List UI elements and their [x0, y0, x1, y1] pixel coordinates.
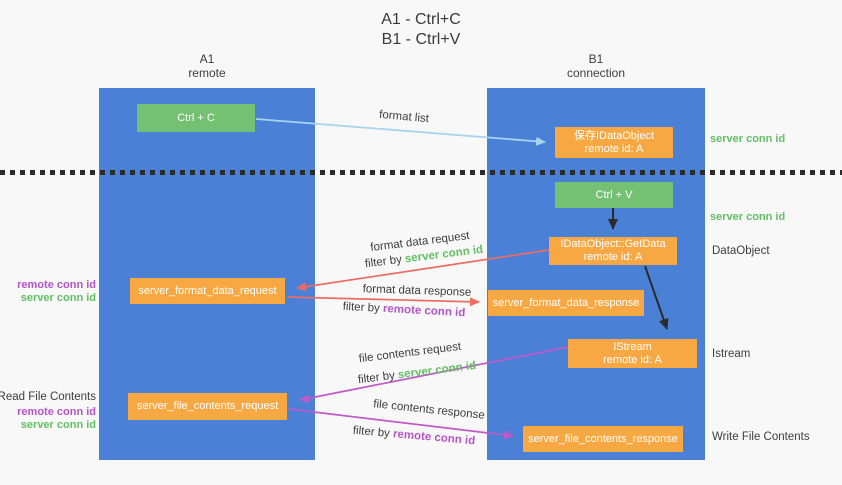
node-istream-line1: IStream: [613, 340, 652, 353]
node-server-format-data-response-label: server_format_data_response: [492, 296, 640, 309]
node-server-file-contents-response-label: server_file_contents_response: [528, 432, 678, 445]
title-line-1: A1 - Ctrl+C: [381, 11, 461, 28]
edge-label-filter-by-remote-conn-id-2: filter by remote conn id: [352, 425, 475, 448]
lane-header-a1: A1 remote: [99, 52, 315, 80]
side-label-server-conn-id-mid: server conn id: [710, 211, 786, 223]
node-ctrl-c-label: Ctrl + C: [177, 111, 215, 124]
node-save-idataobject: 保存IDataObject remote id: A: [555, 127, 673, 158]
filter-by-prefix: filter by: [364, 253, 403, 271]
remote-conn-id-highlight: remote conn id: [392, 428, 476, 448]
edge-label-file-contents-response: file contents response: [372, 398, 486, 422]
lane-a1-id: A1: [199, 52, 215, 66]
remote-conn-id-highlight: remote conn id: [382, 302, 466, 320]
node-server-format-data-response: server_format_data_response: [488, 290, 644, 316]
node-ctrl-v-label: Ctrl + V: [595, 188, 633, 201]
side-label-server-conn-id-1: server conn id: [20, 292, 96, 304]
edge-label-filter-by-remote-conn-id-1: filter by remote conn id: [342, 301, 465, 319]
node-istream: IStream remote id: A: [568, 339, 697, 368]
edge-label-filter-by-server-conn-id-2: filter by server conn id: [357, 360, 476, 386]
side-label-istream: Istream: [712, 348, 751, 360]
side-label-dataobject: DataObject: [712, 245, 770, 257]
title-line-2: B1 - Ctrl+V: [381, 31, 461, 48]
node-ctrl-v: Ctrl + V: [555, 182, 673, 208]
diagram-title: A1 - Ctrl+C B1 - Ctrl+V: [0, 10, 842, 50]
lane-header-b1: B1 connection: [487, 52, 705, 80]
node-server-file-contents-request: server_file_contents_request: [128, 393, 287, 420]
side-label-read-file-contents: Read File Contents: [0, 391, 96, 403]
node-server-file-contents-request-label: server_file_contents_request: [136, 400, 279, 412]
node-server-format-data-request-label: server_format_data_request: [138, 284, 277, 297]
side-label-write-file-contents: Write File Contents: [712, 431, 810, 443]
filter-by-prefix: filter by: [342, 300, 381, 315]
side-label-remote-conn-id-2: remote conn id: [17, 406, 96, 418]
node-idataobject-getdata-line1: IDataObject::GetData: [560, 238, 666, 250]
node-save-idataobject-line1: 保存IDataObject: [573, 129, 655, 142]
node-save-idataobject-line2: remote id: A: [584, 142, 644, 155]
edge-label-format-list: format list: [378, 108, 430, 126]
filter-by-prefix: filter by: [352, 424, 391, 440]
filter-by-prefix: filter by: [357, 369, 396, 387]
node-idataobject-getdata-line2: remote id: A: [583, 251, 643, 263]
edge-label-file-contents-request: file contents request: [358, 340, 462, 366]
node-istream-line2: remote id: A: [603, 353, 662, 366]
node-ctrl-c: Ctrl + C: [137, 104, 255, 132]
edge-label-format-data-response: format data response: [362, 283, 472, 299]
server-conn-id-highlight: server conn id: [397, 359, 477, 382]
lane-b1-subtitle: connection: [566, 66, 626, 80]
lane-a1-subtitle: remote: [188, 66, 226, 80]
node-server-format-data-request: server_format_data_request: [130, 278, 285, 304]
side-label-remote-conn-id-1: remote conn id: [17, 279, 96, 291]
side-label-server-conn-id-2: server conn id: [20, 419, 96, 431]
node-idataobject-getdata: IDataObject::GetData remote id: A: [549, 237, 677, 265]
session-divider-dotted-line: [0, 170, 842, 175]
side-label-server-conn-id-top: server conn id: [710, 133, 786, 145]
lane-b1-id: B1: [588, 52, 604, 66]
node-server-file-contents-response: server_file_contents_response: [523, 426, 683, 452]
